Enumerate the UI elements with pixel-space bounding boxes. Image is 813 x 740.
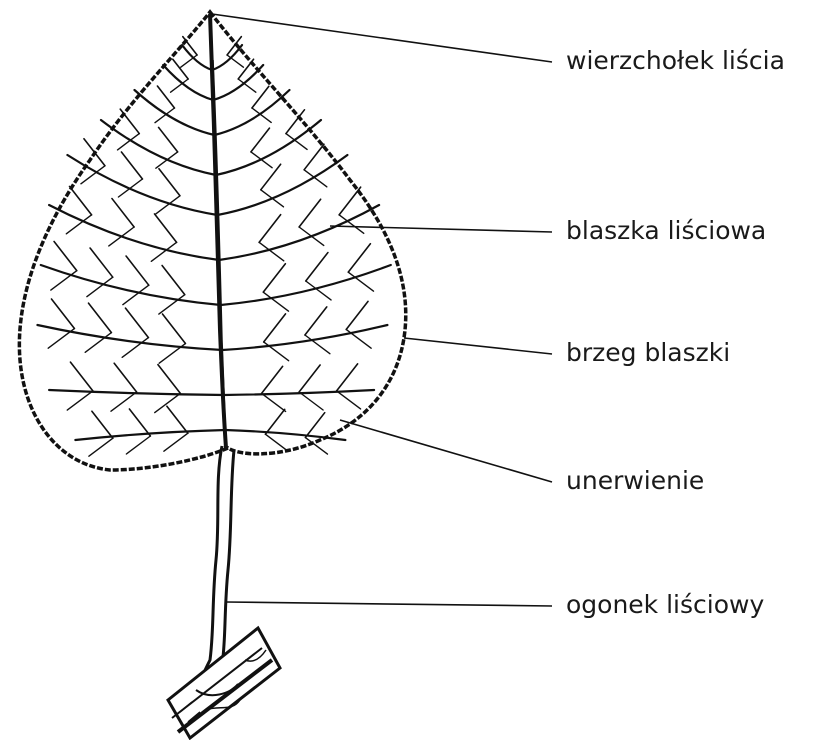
leaf-vein-branch [263,264,285,292]
leader-lines [212,14,552,606]
leaf-vein-branch [120,109,139,133]
leaf-vein-branch [183,37,197,55]
leader-line-apex [212,14,552,62]
leaf-vein-branch [181,55,197,67]
label-leaf-blade: blaszka liściowa [566,216,766,246]
leaf-vein-branch [69,186,91,214]
leaf-vein-branch [125,308,148,338]
leaf-vein-branch [252,108,271,122]
leaf-vein-branch [158,365,180,394]
leaf-vein-branch [337,364,358,391]
leaf-vein-branch [159,127,178,151]
leaf-vein-branch [299,227,324,245]
leaf-vein-branch [348,244,370,272]
leaf-vein-branch [337,391,361,409]
leaf-vein-branch [252,86,269,108]
leaf-vein-branch [90,248,113,277]
leaf-vein-branch [54,241,77,270]
leaf-vein-branch [305,307,327,335]
leaf-vein-branch [261,164,281,190]
leaf-vein-branch [251,128,269,152]
leaf-vein-branch [126,436,150,454]
leaf-vein-branch [164,433,188,451]
leaf-vein-branch [299,199,321,227]
leaf-vein [219,205,379,260]
leaf-vein-branch [121,152,142,179]
leader-line-venation [340,420,552,482]
leaf-vein-branch [299,392,323,410]
leaf-vein-branch [157,86,174,108]
leaf-vein-branch [261,190,284,207]
leaf-vein-branch [167,406,188,433]
leaf-vein-branch [118,179,142,197]
leaf-vein [67,155,217,215]
leaf-vein-branch [109,227,134,246]
leaf-vein-branch [305,413,324,438]
leaf-vein-branch [286,134,307,150]
leaf-vein-branch [89,438,113,456]
leaf-vein-branch [262,366,283,393]
leaf-vein [182,45,212,70]
leaf-vein-branch [70,362,92,391]
leaf-vein-branch [114,363,136,392]
leaf-vein-branch [126,256,149,285]
leaf-vein-branch [265,434,287,451]
leaf-vein-branch [111,392,137,411]
label-petiole: ogonek liściowy [566,590,764,620]
label-blade-margin: brzeg blaszki [566,338,730,368]
leaf-vein-branch [129,409,150,436]
leaf-vein [214,90,289,135]
label-venation: unerwienie [566,466,704,496]
leaf-vein-branch [155,108,175,123]
leader-line-margin [404,338,552,354]
leaf-vein-branch [51,299,74,329]
leaf-vein [49,205,219,260]
leaf-vein [163,65,213,100]
leaf-vein-branch [159,169,180,196]
petiole [198,446,222,690]
leaf-vein-branch [339,187,361,215]
leaf-vein-branch [48,329,74,349]
leaf-vein-branch [304,144,324,170]
leaf-vein-branch [262,393,286,411]
leaf-vein-branch [265,409,284,434]
leaf-vein-branch [306,253,328,281]
leader-line-blade [330,226,552,232]
leaf-vein-branch [88,303,111,333]
leaf-vein-branch [92,411,113,438]
leaf-vein-branch [259,215,281,243]
leaf-vein-branch [346,301,368,329]
leaf-vein-branch [264,314,286,342]
leaf-vein-branch [118,134,140,150]
leader-line-petiole [226,602,552,606]
leaf-vein [222,325,387,350]
leaf-vein-branch [112,199,134,227]
label-leaf-apex: wierzchołek liścia [566,46,785,76]
leaf-vein [37,325,222,350]
leaf-vein-branch [227,55,243,67]
leaf-vein-branch [155,393,181,412]
midrib-inner [213,60,226,445]
leaf-veins [37,37,390,457]
leaf-vein-branch [67,391,93,410]
leaf-vein-branch [162,314,185,344]
leaf-vein-branch [162,265,185,294]
leaf-vein-branch [299,365,320,392]
leaf-vein [213,65,263,100]
leaf-vein-branch [154,214,176,242]
leaf-vein-branch [156,152,178,168]
